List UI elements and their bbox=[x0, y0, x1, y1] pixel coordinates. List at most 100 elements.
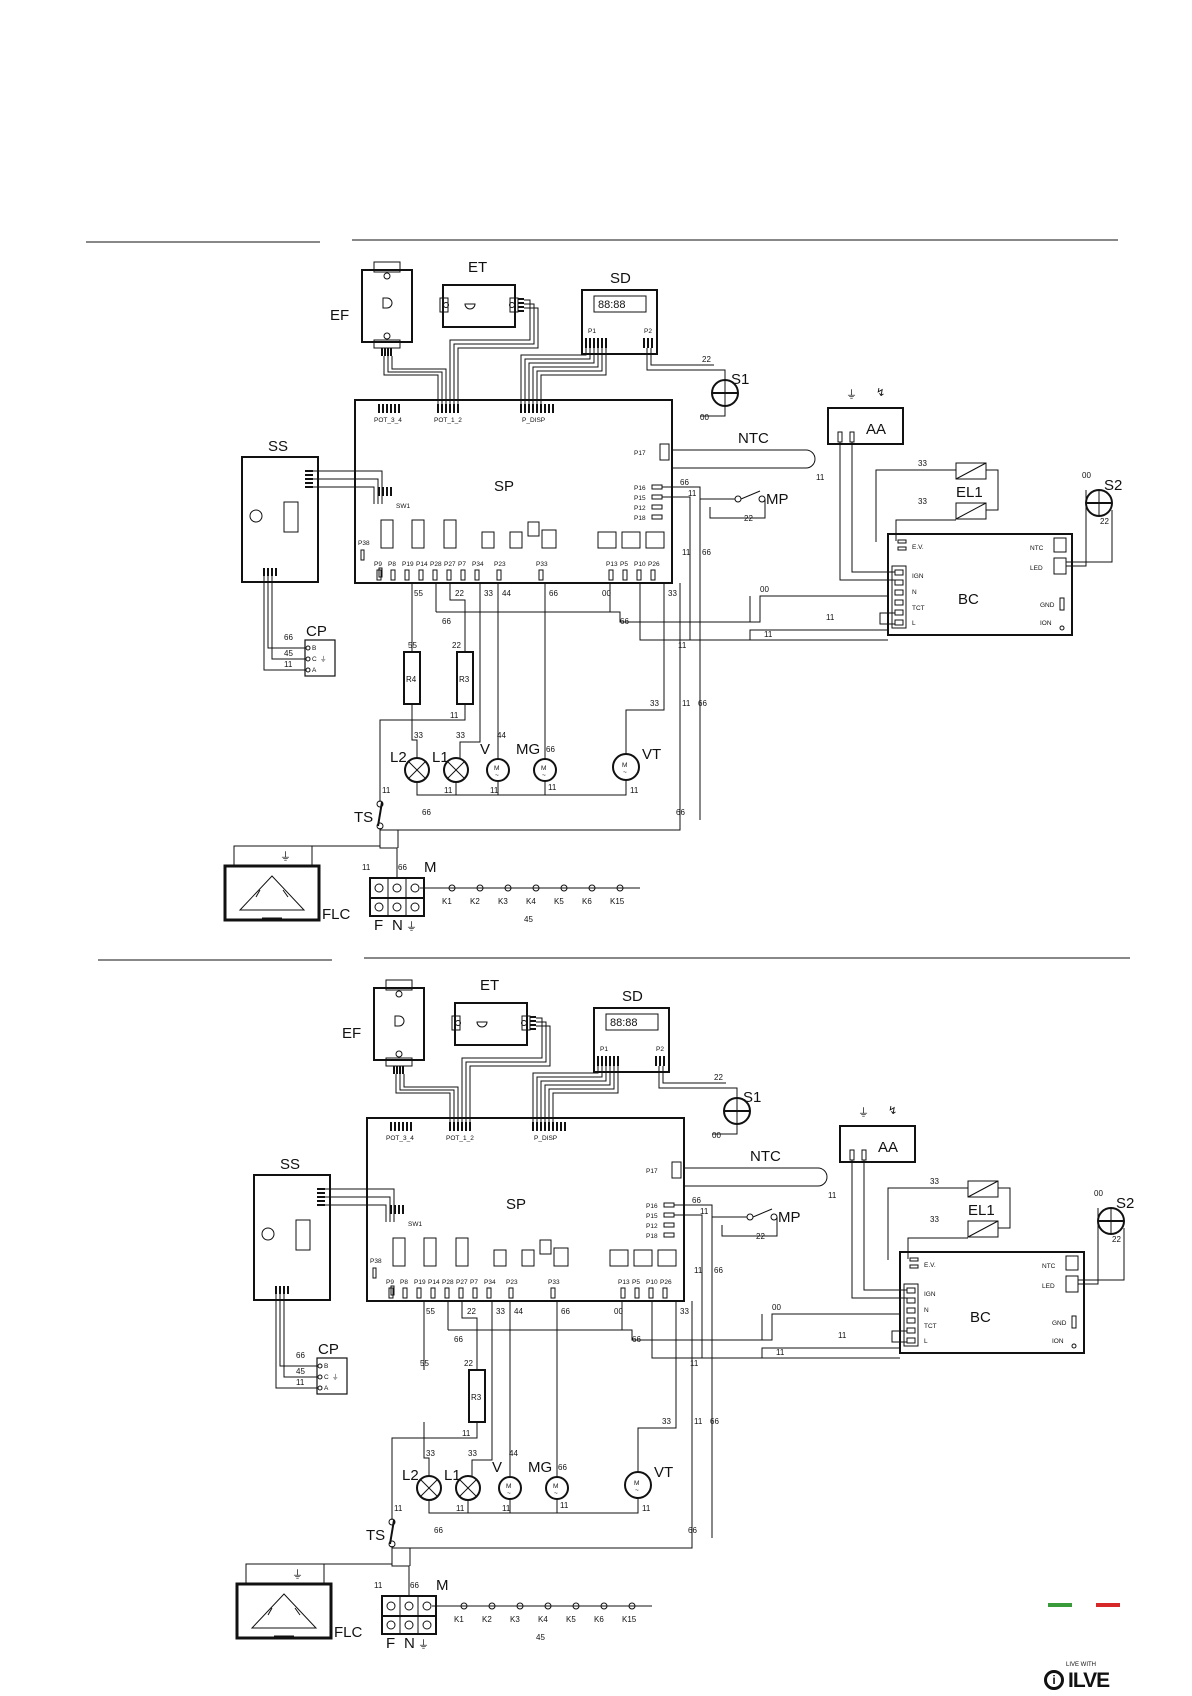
wire-label: 45 bbox=[296, 1367, 305, 1376]
bc-ign-label: IGN bbox=[924, 1291, 936, 1298]
relay-contact bbox=[460, 1602, 468, 1610]
wire-label: 33 bbox=[496, 1307, 505, 1316]
wire-label: 11 bbox=[838, 1331, 847, 1340]
wire-label: 66 bbox=[714, 1266, 723, 1275]
ss-component: SS bbox=[253, 1156, 331, 1301]
cp-ground-icon: ⏚ bbox=[332, 1373, 339, 1381]
bc-led-label: LED bbox=[1042, 1283, 1055, 1290]
brand-name: ILVE bbox=[1068, 1669, 1110, 1692]
info-circle-icon: i bbox=[1044, 1670, 1064, 1690]
wire-label: 45 bbox=[536, 1633, 545, 1642]
sp-pin bbox=[508, 1287, 514, 1299]
mp-switch: MP bbox=[746, 1208, 801, 1226]
schematic-variant-2: EF ET 88:88 SD P1 P2 SP bbox=[98, 957, 1134, 1652]
sp-pin bbox=[472, 1287, 478, 1299]
sp-pin-label: P8 bbox=[400, 1279, 408, 1286]
wire-label: 33 bbox=[680, 1307, 689, 1316]
wire-label: 00 bbox=[712, 1131, 721, 1140]
relay-label: K3 bbox=[510, 1615, 520, 1624]
flag-green-stripe bbox=[1048, 1603, 1072, 1607]
wire-label: 66 bbox=[561, 1307, 570, 1316]
cp-c-label: C bbox=[324, 1374, 329, 1381]
pot34-label: POT_3_4 bbox=[386, 1135, 414, 1142]
sp-pin-label: P10 bbox=[646, 1279, 658, 1286]
sp-pin-label: P28 bbox=[442, 1279, 454, 1286]
wire-label: 11 bbox=[394, 1504, 403, 1513]
bc-l-label: L bbox=[924, 1338, 928, 1345]
wire-label: 00 bbox=[772, 1303, 781, 1312]
wire-label: 11 bbox=[502, 1504, 511, 1513]
sp-pin-label: P26 bbox=[660, 1279, 672, 1286]
sp-pin bbox=[430, 1287, 436, 1299]
aa-spark-icon: ↯ bbox=[888, 1105, 897, 1117]
p18-label: P18 bbox=[646, 1233, 658, 1240]
wire-label: 66 bbox=[410, 1581, 419, 1590]
cp-a-label: A bbox=[324, 1385, 329, 1392]
terminal-ground-icon: ⏚ bbox=[418, 1638, 429, 1651]
aa-label: AA bbox=[878, 1139, 898, 1156]
svg-text:M: M bbox=[506, 1483, 511, 1490]
sd-display-readout: 88:88 bbox=[610, 1017, 638, 1029]
r3-label: R3 bbox=[471, 1393, 482, 1402]
sp-label: SP bbox=[506, 1196, 526, 1213]
sp-pin bbox=[458, 1287, 464, 1299]
wire-label: 66 bbox=[296, 1351, 305, 1360]
wire-label: 22 bbox=[467, 1307, 476, 1316]
p16-label: P16 bbox=[646, 1203, 658, 1210]
relay-contact bbox=[544, 1602, 552, 1610]
bc-ntc-label: NTC bbox=[1042, 1263, 1056, 1270]
wire-label: 44 bbox=[509, 1449, 518, 1458]
mp-label: MP bbox=[778, 1209, 801, 1226]
bc-tct-label: TCT bbox=[924, 1323, 937, 1330]
wire-label: 33 bbox=[468, 1449, 477, 1458]
motor-vt: M~ VT bbox=[624, 1464, 673, 1499]
bc-n-label: N bbox=[924, 1307, 929, 1314]
p38-label: P38 bbox=[370, 1258, 382, 1265]
sp-pin bbox=[416, 1287, 422, 1299]
wire-label: 11 bbox=[776, 1348, 785, 1357]
wire-number-labels: 22 00 66 11 22 11 66 55 22 33 44 66 00 3… bbox=[296, 1073, 1121, 1642]
relay-label: K5 bbox=[566, 1615, 576, 1624]
bc-board: BC E.V. IGN N TCT L NTC LED GND ION bbox=[899, 1251, 1085, 1354]
flc-filter: FLC ⏚ bbox=[235, 1568, 363, 1641]
wire-label: 11 bbox=[690, 1359, 699, 1368]
flc-label: FLC bbox=[334, 1624, 363, 1641]
wire-label: 11 bbox=[560, 1501, 569, 1510]
svg-text:~: ~ bbox=[635, 1487, 639, 1494]
wire-label: 00 bbox=[1094, 1189, 1103, 1198]
sp-pin bbox=[648, 1287, 654, 1299]
bc-ev-label: E.V. bbox=[924, 1262, 936, 1269]
sp-pin bbox=[550, 1287, 556, 1299]
s1-label: S1 bbox=[743, 1089, 761, 1106]
wire-label: 55 bbox=[420, 1359, 429, 1368]
relay-label: K6 bbox=[594, 1615, 604, 1624]
svg-text:~: ~ bbox=[507, 1490, 511, 1497]
flc-ground-icon: ⏚ bbox=[292, 1568, 303, 1581]
wire-label: 55 bbox=[426, 1307, 435, 1316]
sp-pin bbox=[486, 1287, 492, 1299]
p15-label: P15 bbox=[646, 1213, 658, 1220]
wire-label: 66 bbox=[558, 1463, 567, 1472]
wire-label: 22 bbox=[714, 1073, 723, 1082]
m-label: M bbox=[436, 1577, 449, 1594]
wire-label: 33 bbox=[662, 1417, 671, 1426]
wiring-paths bbox=[245, 1017, 1125, 1607]
cp-b-label: B bbox=[324, 1363, 328, 1370]
s2-component: S2 bbox=[1097, 1195, 1134, 1235]
sp-pin-label: P7 bbox=[470, 1279, 478, 1286]
lamp-l1: L1 bbox=[444, 1467, 481, 1501]
sp-pin bbox=[634, 1287, 640, 1299]
svg-text:~: ~ bbox=[554, 1490, 558, 1497]
sp-pin-label: P33 bbox=[548, 1279, 560, 1286]
wire-label: 11 bbox=[456, 1504, 465, 1513]
cp-label: CP bbox=[318, 1341, 339, 1358]
ef-label: EF bbox=[342, 1025, 361, 1042]
cp-component: CP B C A ⏚ bbox=[316, 1341, 348, 1395]
relay-label: K1 bbox=[454, 1615, 464, 1624]
ef-component: EF bbox=[342, 979, 425, 1074]
r3-component: R3 bbox=[468, 1369, 486, 1423]
vt-label: VT bbox=[654, 1464, 673, 1481]
wire-label: 11 bbox=[374, 1581, 383, 1590]
